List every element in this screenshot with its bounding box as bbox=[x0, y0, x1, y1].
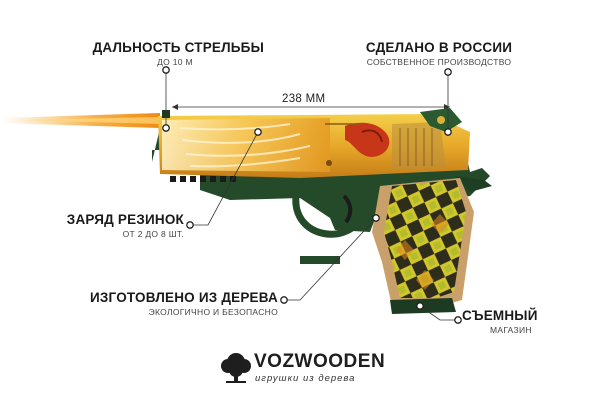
range-title: ДАЛЬНОСТЬ СТРЕЛЬБЫ bbox=[92, 40, 264, 55]
wood-subtitle: ЭКОЛОГИЧНО И БЕЗОПАСНО bbox=[148, 307, 278, 317]
ammo-subtitle: ОТ 2 ДО 8 ШТ. bbox=[122, 229, 184, 239]
magazine-callout: СЪЕМНЫЙ МАГАЗИН bbox=[462, 308, 562, 335]
dimension-line bbox=[172, 104, 450, 110]
ammo-callout: ЗАРЯД РЕЗИНОК ОТ 2 ДО 8 ШТ. bbox=[60, 212, 184, 239]
wood-title: ИЗГОТОВЛЕНО ИЗ ДЕРЕВА bbox=[89, 290, 278, 305]
muzzle-flash-graphic bbox=[0, 113, 160, 128]
range-callout: ДАЛЬНОСТЬ СТРЕЛЬБЫ ДО 10 М bbox=[86, 40, 264, 67]
made-in-title: СДЕЛАНО В РОССИИ bbox=[365, 40, 513, 55]
pistol-slide bbox=[158, 108, 470, 178]
brand-tagline: игрушки из дерева bbox=[255, 373, 356, 384]
pistol-grip bbox=[372, 178, 474, 314]
tree-logo-icon bbox=[221, 353, 251, 383]
brand-block: VOZWOODEN игрушки из дерева bbox=[218, 349, 388, 389]
callout-dots bbox=[162, 66, 462, 324]
brand-name: VOZWOODEN bbox=[254, 351, 386, 372]
magazine-subtitle: МАГАЗИН bbox=[490, 325, 532, 335]
length-dimension-label: 238 ММ bbox=[282, 93, 326, 105]
made-in-subtitle: СОБСТВЕННОЕ ПРОИЗВОДСТВО bbox=[366, 57, 512, 67]
ammo-title: ЗАРЯД РЕЗИНОК bbox=[66, 212, 184, 227]
dragon-ornament bbox=[345, 122, 446, 170]
callout-lines bbox=[165, 70, 458, 321]
magazine-title: СЪЕМНЫЙ bbox=[462, 308, 538, 323]
range-subtitle: ДО 10 М bbox=[157, 57, 193, 67]
wood-callout: ИЗГОТОВЛЕНО ИЗ ДЕРЕВА ЭКОЛОГИЧНО И БЕЗОП… bbox=[84, 290, 278, 317]
made-in-callout: СДЕЛАНО В РОССИИ СОБСТВЕННОЕ ПРОИЗВОДСТВ… bbox=[364, 40, 514, 67]
